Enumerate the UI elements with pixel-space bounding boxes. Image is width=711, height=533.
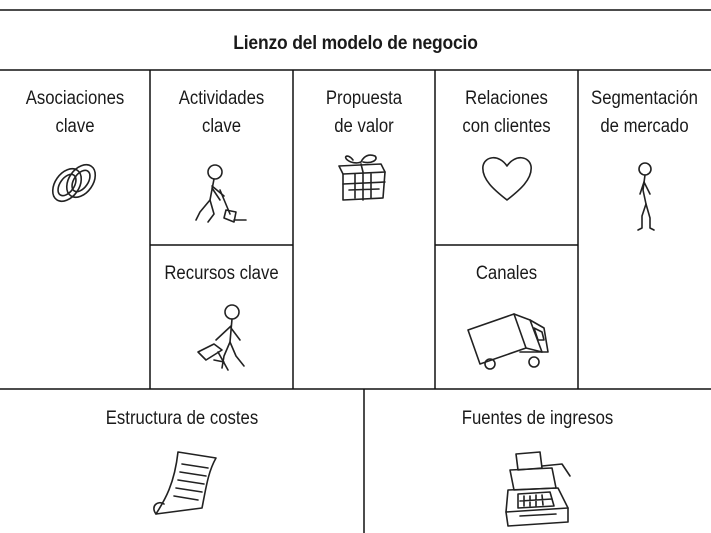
key-resources-label: Recursos clave bbox=[159, 260, 285, 288]
value-proposition-label: Propuesta de valor bbox=[302, 85, 427, 141]
canvas-title: Lienzo del modelo de negocio bbox=[233, 33, 478, 54]
key-activities-line2: clave bbox=[201, 116, 242, 137]
cash-register-icon bbox=[505, 451, 571, 527]
key-resources-text: Recursos clave bbox=[164, 263, 279, 284]
heart-icon bbox=[482, 156, 532, 201]
revenue-streams-text: Fuentes de ingresos bbox=[461, 408, 614, 429]
figure-with-tools-icon bbox=[197, 304, 245, 371]
chain-links-icon bbox=[51, 163, 97, 203]
key-activities-line1: Actividades bbox=[178, 88, 265, 109]
value-proposition-line2: de valor bbox=[334, 116, 394, 137]
customer-segments-line1: Segmentación bbox=[591, 88, 698, 109]
standing-figure-icon bbox=[637, 162, 655, 231]
channels-text: Canales bbox=[475, 263, 538, 284]
revenue-streams-label: Fuentes de ingresos bbox=[385, 405, 690, 433]
delivery-truck-icon bbox=[467, 313, 549, 370]
cost-structure-label: Estructura de costes bbox=[22, 405, 342, 433]
customer-relationships-line1: Relaciones bbox=[465, 88, 548, 109]
key-partners-line2: clave bbox=[55, 116, 95, 137]
key-partners-label: Asociaciones clave bbox=[9, 85, 141, 141]
value-proposition-line1: Propuesta bbox=[325, 88, 403, 109]
digging-figure-icon bbox=[195, 164, 247, 223]
cost-structure-text: Estructura de costes bbox=[105, 408, 259, 429]
gift-box-icon bbox=[338, 154, 386, 201]
key-activities-label: Actividades clave bbox=[159, 85, 285, 141]
paper-scroll-icon bbox=[153, 451, 217, 515]
customer-segments-label: Segmentación de mercado bbox=[586, 85, 703, 141]
customer-relationships-line2: con clientes bbox=[462, 116, 551, 137]
customer-relationships-label: Relaciones con clientes bbox=[444, 85, 570, 141]
key-partners-line1: Asociaciones bbox=[25, 88, 125, 109]
channels-label: Canales bbox=[444, 260, 570, 288]
customer-segments-line2: de mercado bbox=[600, 116, 689, 137]
